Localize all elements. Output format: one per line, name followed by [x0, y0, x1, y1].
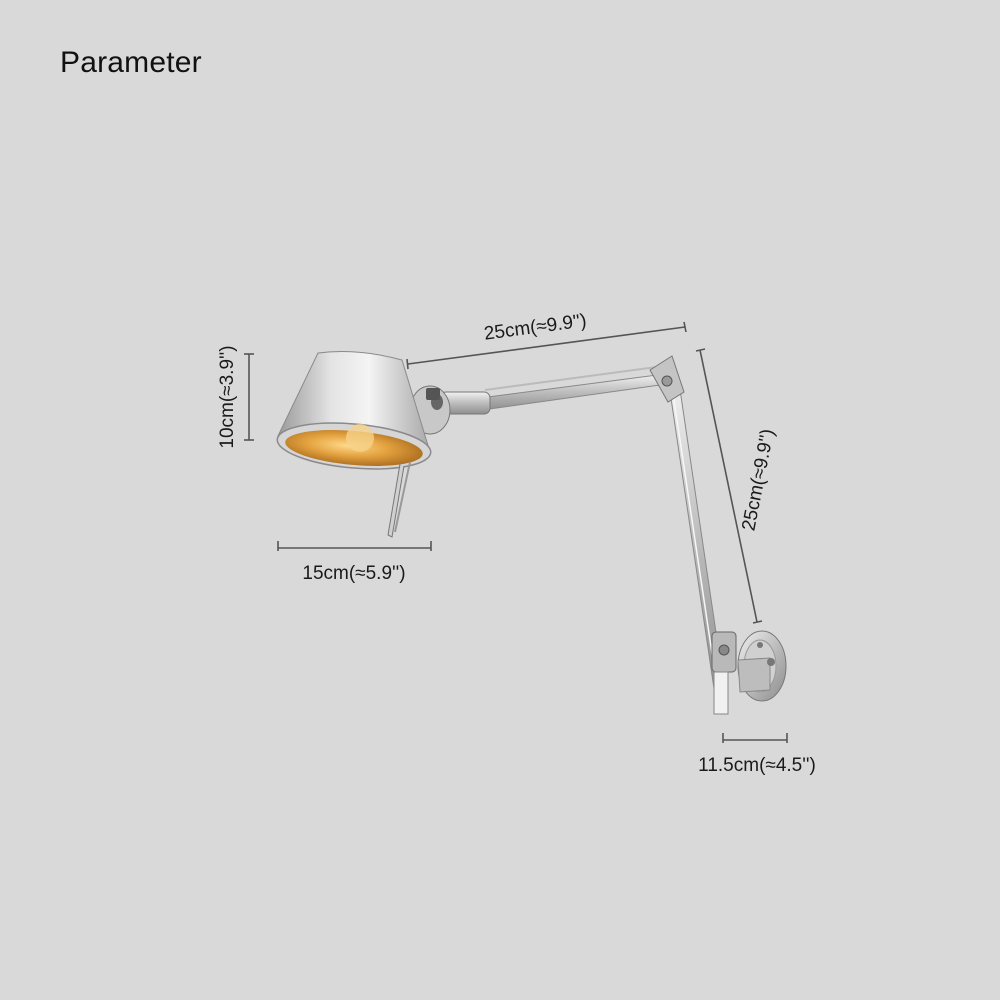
- dimension-upper-arm: [406, 321, 687, 370]
- shade-handle: [387, 461, 411, 538]
- dimension-shade-width: [277, 541, 432, 551]
- shade-height-label: 10cm(≈3.9''): [217, 345, 238, 448]
- dimension-base-width: [722, 733, 788, 743]
- page-title: Parameter: [60, 46, 202, 79]
- lower-arm-label: 25cm(≈9.9''): [738, 427, 778, 532]
- shade-width-label: 15cm(≈5.9''): [302, 563, 405, 584]
- dimension-lower-arm: [695, 348, 763, 624]
- lamp-illustration: [276, 351, 787, 715]
- base-joint: [711, 631, 737, 715]
- dimension-shade-height: [244, 353, 254, 441]
- lamp-shade: [276, 351, 432, 470]
- elbow-joint: [649, 355, 685, 403]
- base-width-label: 11.5cm(≈4.5''): [698, 755, 816, 776]
- upper-arm-label: 25cm(≈9.9''): [483, 310, 588, 344]
- upper-arm-rod: [479, 365, 668, 411]
- wall-base: [737, 630, 787, 702]
